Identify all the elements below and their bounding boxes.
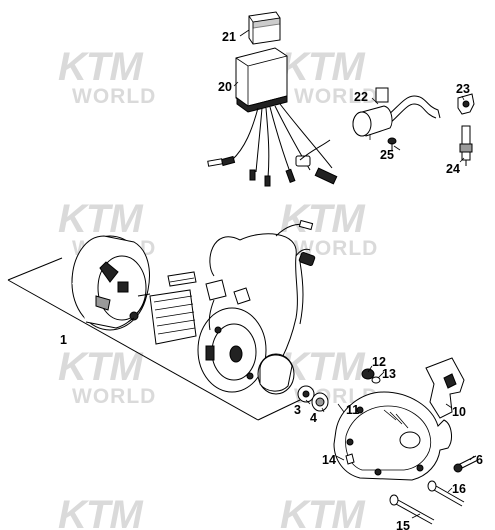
watermark-brand: KTM: [280, 197, 366, 241]
callout-22: 22: [354, 90, 368, 104]
part-20-cdi-unit: [207, 47, 338, 187]
watermark-bottom-left: KTM: [58, 493, 145, 530]
part-11-ignition-cover: [333, 391, 452, 481]
watermark-bottom-right: KTM: [280, 493, 367, 530]
callout-14: 14: [322, 453, 336, 467]
callout-20: 20: [218, 80, 232, 94]
leader-lines: [233, 29, 475, 519]
part-16-bolt: [427, 480, 465, 507]
part-10-cover-bracket: [425, 357, 465, 419]
part-22-ignition-coil: [352, 87, 441, 140]
part-25-screw: [387, 137, 397, 150]
part-14-plug: [345, 453, 355, 465]
watermark-sub: WORLD: [294, 237, 378, 260]
part-6-bolt: [453, 455, 479, 473]
callout-24: 24: [446, 162, 460, 176]
watermark-low-left: KTM WORLD: [58, 345, 156, 408]
watermark-brand: KTM: [58, 197, 144, 241]
watermark-sub: WORLD: [72, 85, 156, 108]
part-23-plug-cap: [457, 93, 475, 115]
part-15-bolt: [389, 494, 435, 525]
watermark-brand: KTM: [58, 493, 144, 530]
callout-23: 23: [456, 82, 470, 96]
callout-3: 3: [294, 403, 301, 417]
callout-6: 6: [476, 453, 483, 467]
part-1-rotor-assembly: [7, 219, 316, 421]
watermark-brand: KTM: [58, 345, 144, 389]
part-4-seal: [311, 392, 329, 412]
callout-labels: 21 20 22 23 25 24 1 12 13 3 4 11 10 14 6…: [60, 30, 483, 530]
part-13-washer: [371, 376, 381, 384]
watermark-brand: KTM: [280, 45, 366, 89]
part-24-spark-plug: [459, 125, 473, 166]
watermark-top-left: KTM WORLD: [58, 45, 156, 108]
callout-13: 13: [382, 367, 396, 381]
part-3-seal: [297, 385, 315, 403]
watermark-brand: KTM: [280, 493, 366, 530]
part-12-plug: [361, 368, 375, 380]
watermark-mid-right: KTM WORLD: [280, 197, 378, 260]
callout-16: 16: [452, 482, 466, 496]
callout-1: 1: [60, 333, 67, 347]
callout-4: 4: [310, 411, 317, 425]
callout-11: 11: [346, 403, 359, 417]
callout-10: 10: [452, 405, 466, 419]
callout-12: 12: [372, 355, 386, 369]
watermark-brand: KTM: [280, 345, 366, 389]
callout-21: 21: [222, 30, 236, 44]
callout-15: 15: [396, 519, 410, 530]
part-21-module: [248, 11, 281, 45]
watermark-brand: KTM: [58, 45, 144, 89]
watermark-top-right: KTM WORLD: [280, 45, 378, 108]
callout-25: 25: [380, 148, 394, 162]
watermark-sub: WORLD: [294, 85, 378, 108]
watermark-sub: WORLD: [72, 385, 156, 408]
